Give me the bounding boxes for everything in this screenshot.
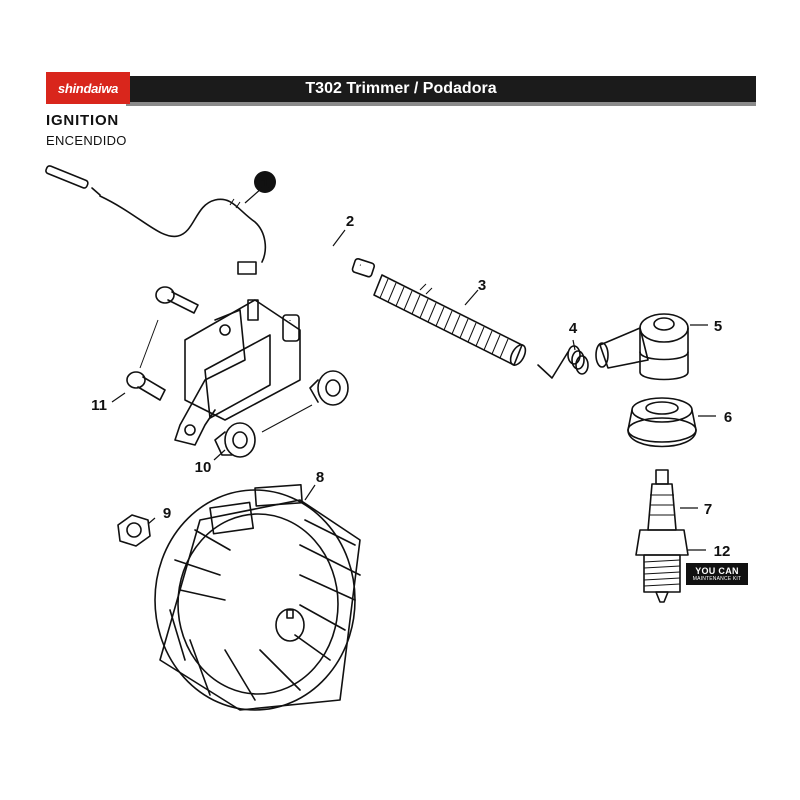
leader-4 (572, 339, 576, 351)
part-10-spacer (214, 370, 349, 458)
leader-3 (464, 289, 479, 306)
part-6-grommet (627, 397, 697, 448)
section-title: IGNITION (46, 112, 120, 129)
callout-5: 5 (714, 318, 722, 335)
leader-8 (304, 484, 316, 501)
header: shindaiwa T302 Trimmer / Podadora (46, 72, 756, 106)
brand-logo: shindaiwa (46, 72, 130, 104)
part-5-plug-boot (595, 313, 689, 381)
kit-badge-title: YOU CAN (695, 566, 739, 576)
leader-9 (147, 517, 156, 525)
part-2-spark-plug-wire (282, 249, 376, 342)
leader-2 (332, 229, 346, 247)
callout-1-badge (254, 171, 276, 193)
part-11-screw (126, 286, 199, 401)
brand-logo-text: shindaiwa (57, 80, 119, 96)
leader-10 (213, 449, 226, 461)
callout-8: 8 (316, 469, 324, 486)
callout-4: 4 (569, 320, 578, 337)
part-3-spring-sleeve (373, 274, 527, 366)
callout-1: 1 (261, 175, 269, 192)
callout-9: 9 (163, 505, 171, 522)
ignition-module (174, 299, 301, 446)
section-subtitle: ENCENDIDO (46, 133, 127, 148)
callout-7: 7 (704, 501, 712, 518)
leader-11 (111, 392, 126, 403)
maintenance-kit-badge: YOU CAN MAINTENANCE KIT (686, 563, 748, 585)
part-9-nut (117, 514, 151, 547)
part-8-flywheel (154, 483, 361, 711)
part-7-spark-plug (635, 469, 689, 603)
header-bar (126, 76, 756, 102)
callout-10: 10 (195, 459, 212, 476)
callout-2: 2 (346, 213, 354, 230)
part-4-spring-clip (537, 345, 589, 379)
header-shadow (126, 102, 756, 106)
callout-6: 6 (724, 409, 732, 426)
kit-badge-subtitle: MAINTENANCE KIT (692, 576, 742, 582)
model-title: T302 Trimmer / Podadora (305, 80, 497, 97)
callout-11: 11 (91, 397, 107, 414)
callout-3: 3 (478, 277, 486, 294)
callout-12: 12 (714, 543, 731, 560)
part-1-ground-wire (45, 165, 267, 275)
